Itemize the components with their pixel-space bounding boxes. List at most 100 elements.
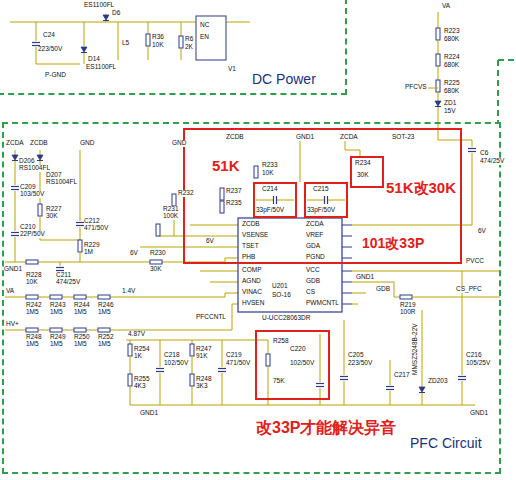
component-label: 33pF/50V (256, 207, 284, 214)
resistor-symbol (38, 204, 42, 216)
component-label: 474/25V (480, 158, 504, 165)
ic-pin (342, 293, 352, 294)
component-label: R223 (444, 28, 460, 35)
wire (390, 360, 391, 385)
wire (130, 340, 131, 344)
wire (307, 200, 324, 201)
diode-symbol (435, 106, 441, 107)
component-label: P-GND (45, 72, 66, 79)
capacitor-symbol (56, 270, 64, 271)
wire (352, 282, 400, 297)
component-label: U201 (272, 283, 288, 290)
wire (148, 22, 149, 34)
wire (181, 22, 182, 36)
capacitor-symbol (11, 186, 19, 187)
component-label: 1M (84, 249, 93, 256)
component-label: R242 (26, 302, 42, 309)
component-label: CS_PFC (456, 286, 482, 293)
ic-pin (342, 258, 352, 259)
wire (352, 304, 358, 305)
component-label: HV+ (6, 321, 19, 328)
component-label: 1M5 (74, 341, 87, 348)
resistor-symbol (26, 328, 38, 332)
region-border (497, 60, 499, 122)
component-label: 33pF/50V (307, 207, 335, 214)
component-label: 1M5 (26, 309, 39, 316)
component-label: 1K (134, 353, 142, 360)
resistor-symbol (220, 188, 224, 200)
wire (15, 161, 16, 185)
wire (15, 150, 16, 155)
component-label: D14 (88, 56, 100, 63)
wire (222, 373, 223, 405)
resistor-symbol (26, 260, 38, 264)
annotation-box: 51K51K改30K101改33PC21433pF/50VC21533pF/50… (183, 128, 462, 264)
wire (130, 386, 131, 405)
component-label: R248 (26, 334, 42, 341)
component-label: 102/50V (290, 360, 314, 367)
capacitor-symbol (468, 148, 476, 149)
component-label: 1M5 (50, 341, 63, 348)
component-label: 30K (357, 172, 369, 179)
resistor-symbol (50, 295, 62, 299)
component-label: 6V (206, 238, 214, 245)
component-label: 680K (444, 62, 459, 69)
resistor-symbol (98, 328, 110, 332)
component-label: GDB (306, 278, 320, 285)
component-label: 1.4V (122, 288, 135, 295)
component-label: C209 (20, 184, 36, 191)
wire (352, 225, 472, 226)
capacitor-symbol (218, 368, 226, 369)
capacitor-symbol (218, 371, 226, 372)
ic-pin (342, 282, 352, 283)
component-label: R254 (134, 346, 150, 353)
component-label: 10K (26, 279, 38, 286)
wire (438, 92, 439, 101)
component-label: C214 (262, 186, 278, 193)
resistor-symbol (50, 328, 62, 332)
capacitor-symbol (76, 225, 84, 226)
capacitor-symbol (468, 151, 476, 152)
wire (36, 47, 80, 64)
annotation-text: 101改33P (362, 236, 424, 250)
resistor-symbol (78, 240, 82, 252)
wire (226, 22, 250, 23)
resistor-symbol (254, 166, 258, 178)
wire (438, 107, 472, 147)
resistor-symbol (172, 194, 176, 206)
component-label: C215 (313, 186, 329, 193)
wire (160, 373, 161, 405)
annotation-text: 51K改30K (386, 180, 456, 195)
component-label: ZCDA (6, 140, 24, 147)
component-label: 474/25V (56, 279, 80, 286)
resistor-symbol (190, 344, 194, 356)
wire (438, 12, 439, 28)
wire (192, 356, 193, 374)
component-label: 223/50V (348, 360, 372, 367)
component-label: VCC (306, 267, 320, 274)
wire (412, 297, 500, 298)
component-label: R232 (178, 190, 194, 197)
component-label: R252 (98, 334, 114, 341)
component-label: 30K (46, 213, 58, 220)
capacitor-symbol (156, 371, 164, 372)
wire (158, 236, 238, 237)
component-label: C216 (466, 352, 482, 359)
resistor-symbol (74, 295, 86, 299)
wire (200, 271, 238, 272)
wire (10, 22, 196, 23)
capacitor-symbol (386, 386, 394, 387)
component-label: R248 (196, 376, 212, 383)
ic-body (238, 218, 342, 312)
resistor-symbol (128, 344, 132, 356)
diode-symbol (103, 15, 109, 20)
component-label: RS1004FL (19, 165, 50, 172)
component-label: GND1 (356, 274, 374, 281)
wire (148, 46, 149, 60)
resistor-symbol (179, 36, 183, 48)
component-label: NC (200, 22, 209, 29)
component-label: R219 (400, 302, 416, 309)
component-label: R246 (98, 302, 114, 309)
diode-symbol (37, 160, 43, 161)
wire (15, 237, 16, 262)
